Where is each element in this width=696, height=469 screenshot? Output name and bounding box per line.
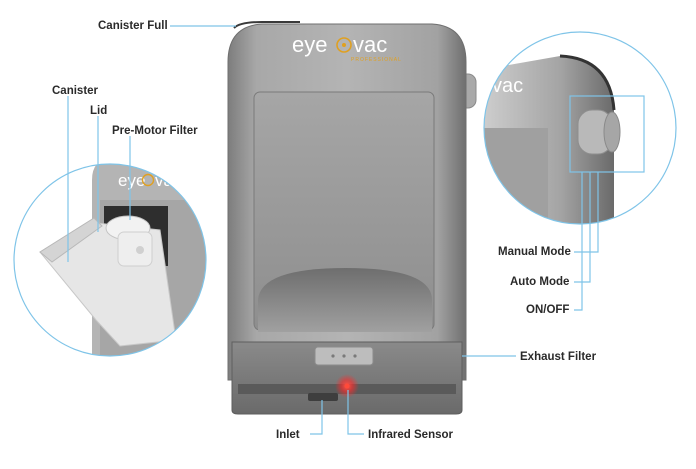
logo-sub-text: PROFESSIONAL [351,57,402,63]
logo-right-text: vac [353,32,387,57]
label-canister: Canister [52,85,99,97]
knob-detail-view: vac [483,31,677,225]
intake-scoop [258,268,432,332]
knob-highlight-box [569,95,645,173]
canister-lid[interactable] [39,217,103,263]
detail-logo-eye-icon [141,173,155,187]
label-lid: Lid [90,105,108,117]
label-on-off: ON/OFF [526,304,570,316]
main-logo: eye vac PROFESSIONAL [292,32,402,63]
logo-eye-icon [336,37,352,53]
label-auto-mode: Auto Mode [510,276,570,288]
label-inlet: Inlet [276,429,300,441]
label-canister-full: Canister Full [98,20,168,32]
label-pre-motor-filter: Pre-Motor Filter [112,125,198,137]
logo-left-text: eye [292,32,327,57]
detail-logo-right: vac [155,171,182,190]
inlet-opening [308,393,338,401]
canister-detail-view: eye vac [13,163,207,357]
vacuum-unit [227,21,477,415]
label-infrared-sensor: Infrared Sensor [368,429,453,441]
label-manual-mode: Manual Mode [498,246,571,258]
detail-logo-right-knob: vac [492,75,523,97]
detail-logo-left: eye [118,171,145,190]
leader-lines [67,25,599,435]
label-exhaust-filter: Exhaust Filter [520,351,597,363]
